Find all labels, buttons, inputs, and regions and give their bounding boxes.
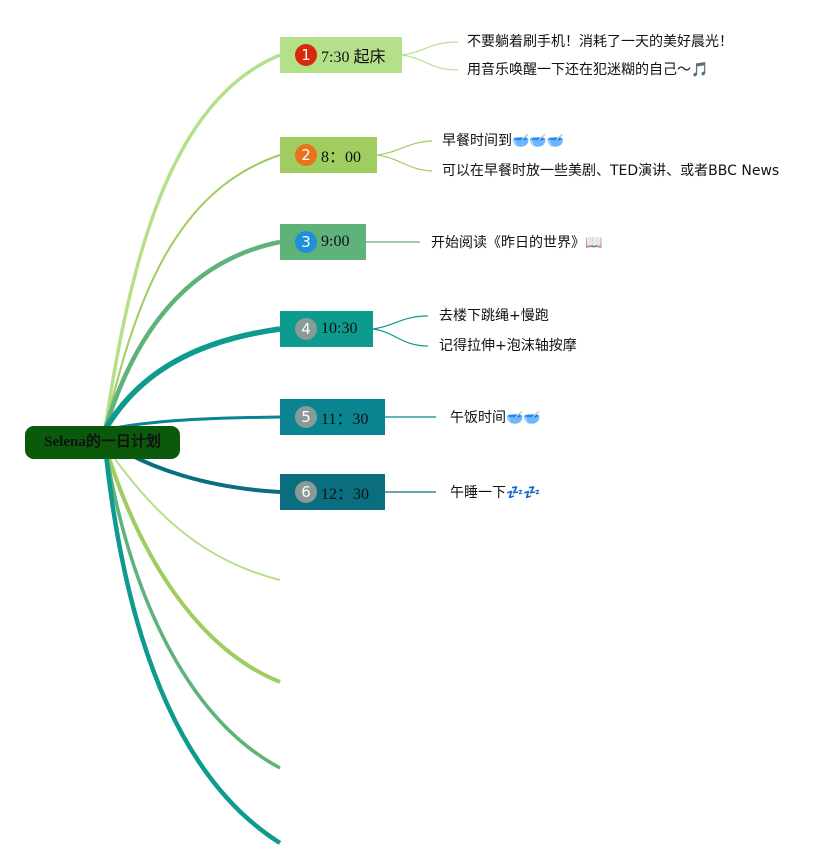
topic-4-note-2[interactable]: 记得拉伸+泡沫轴按摩 xyxy=(439,338,577,354)
topic-1-label: 7:30 起床 xyxy=(321,49,386,66)
topic-1[interactable]: 1 7:30 起床 xyxy=(280,37,402,73)
branch-3 xyxy=(102,239,281,431)
empty-branch-3 xyxy=(103,444,281,770)
note-link-2a xyxy=(376,140,433,156)
priority-4-icon: 4 xyxy=(295,318,317,340)
topic-5[interactable]: 5 11：30 xyxy=(280,399,385,435)
note-link-4b xyxy=(372,328,429,347)
topic-1-note-1[interactable]: 不要躺着刷手机！消耗了一天的美好晨光！ xyxy=(467,34,733,50)
priority-2-icon: 2 xyxy=(295,144,317,166)
empty-branch-4 xyxy=(102,444,282,845)
priority-3-icon: 3 xyxy=(295,231,317,253)
topic-2-label: 8：00 xyxy=(321,149,362,166)
priority-6-icon: 6 xyxy=(295,481,317,503)
note-link-2b xyxy=(376,154,433,172)
priority-5-icon: 5 xyxy=(295,406,317,428)
topic-4-label: 10:30 xyxy=(321,320,358,337)
root-topic[interactable]: Selena的一日计划 xyxy=(25,426,180,459)
topic-1-note-2[interactable]: 用音乐唤醒一下还在犯迷糊的自己～🎵 xyxy=(467,62,709,78)
topic-5-label: 11：30 xyxy=(321,411,369,428)
topic-6-note-1[interactable]: 午睡一下💤💤 xyxy=(450,485,541,501)
priority-1-icon: 1 xyxy=(295,44,317,66)
branch-4 xyxy=(102,326,281,432)
topic-4[interactable]: 4 10:30 xyxy=(280,311,373,347)
topic-3-note-1[interactable]: 开始阅读《昨日的世界》📖 xyxy=(431,235,603,251)
empty-branch-2 xyxy=(103,444,281,684)
note-link-1b xyxy=(401,54,459,71)
note-link-4a xyxy=(372,315,429,330)
topic-3-label: 9:00 xyxy=(321,233,350,250)
topic-4-note-1[interactable]: 去楼下跳绳+慢跑 xyxy=(439,308,549,324)
topic-6[interactable]: 6 12：30 xyxy=(280,474,385,510)
topic-6-label: 12：30 xyxy=(321,486,370,503)
branch-1 xyxy=(103,53,281,431)
empty-branch-1 xyxy=(104,444,281,581)
topic-2-note-1[interactable]: 早餐时间到🥣🥣🥣 xyxy=(442,133,565,149)
note-link-1a xyxy=(401,41,459,56)
branch-2 xyxy=(104,154,281,431)
topic-2[interactable]: 2 8：00 xyxy=(280,137,377,173)
topic-3[interactable]: 3 9:00 xyxy=(280,224,366,260)
topic-5-note-1[interactable]: 午饭时间🥣🥣 xyxy=(450,410,541,426)
topic-2-note-2[interactable]: 可以在早餐时放一些美剧、TED演讲、或者BBC News xyxy=(442,163,780,179)
